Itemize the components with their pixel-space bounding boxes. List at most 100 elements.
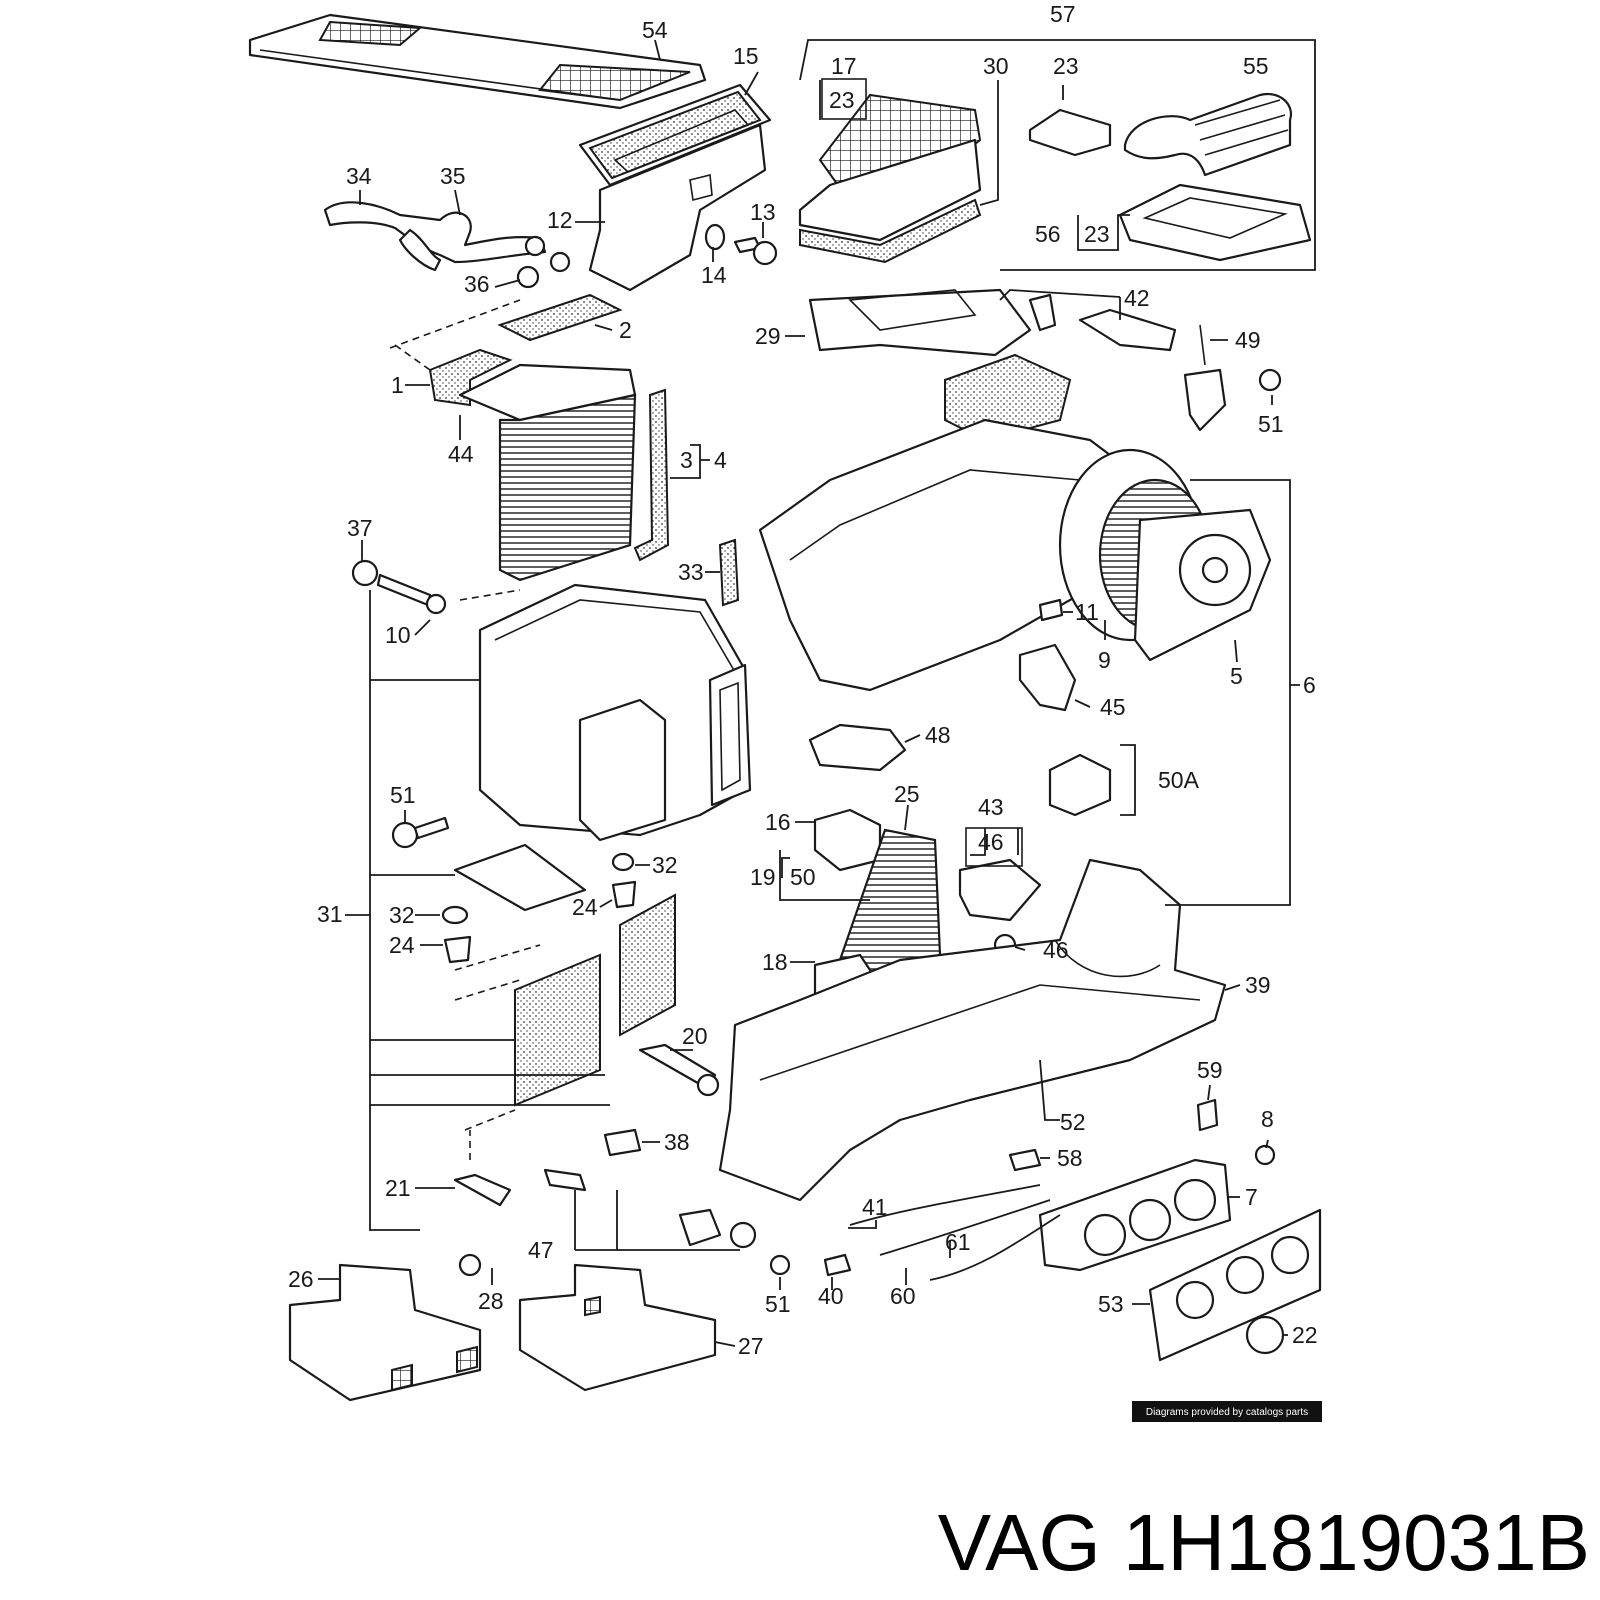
part-33-strip [718,538,740,607]
part-1-seal [428,348,513,407]
callout-23-c: 23 [1084,221,1110,247]
callout-43: 43 [978,794,1004,820]
callout-45: 45 [1100,694,1126,720]
part-number: VAG 1H1819031B [938,1498,1590,1587]
callout-39: 39 [1245,972,1271,998]
part-27-footwell-duct [518,1263,717,1392]
part-filter-a [619,893,676,1037]
part-36-clip [516,265,540,289]
part-22-knob [1245,1315,1285,1355]
part-28-screw [458,1253,482,1277]
callout-54: 54 [642,17,668,43]
callout-37: 37 [347,515,373,541]
credit-text: Diagrams provided by catalogs parts [1146,1407,1308,1418]
part-47-pin [678,1208,722,1247]
part-2-gasket [497,293,623,342]
part-10-screw [376,573,447,615]
callout-28: 28 [478,1288,504,1314]
callout-34: 34 [346,163,372,189]
callout-3: 3 [680,447,693,473]
callout-labels: 57 54 15 17 23 30 23 55 34 35 12 13 14 5… [288,1,1318,1359]
callout-13: 13 [750,199,776,225]
part-38-bushing [603,1128,642,1157]
callout-53: 53 [1098,1291,1124,1317]
callout-33: 33 [678,559,704,585]
callout-38: 38 [664,1129,690,1155]
part-32-washer-b [441,905,469,925]
callout-32-a: 32 [652,852,678,878]
callout-25: 25 [894,781,920,807]
part-56-tray [1118,183,1312,262]
part-24-clip-a [611,880,637,909]
callout-31: 31 [317,901,343,927]
callout-15: 15 [733,43,759,69]
part-51-screw-c [769,1254,791,1276]
leader-lines [318,39,1316,1347]
callout-23-b: 23 [1053,53,1079,79]
bracket-boxes [821,78,1023,867]
part-43-bracket [958,858,1042,922]
part-8-screw [1254,1144,1276,1166]
part-filter-b [514,953,601,1107]
part-16-19-motor [813,808,882,872]
part-37-grommet [351,559,379,587]
part-42-clip [1078,308,1177,352]
callout-52: 52 [1060,1109,1086,1135]
callout-24-b: 24 [389,932,415,958]
part-3-seal-strip [633,388,670,562]
part-6-blower-housing [758,288,1142,692]
part-31-housing [478,583,752,842]
callout-50: 50 [790,864,816,890]
part-26-footwell-duct [288,1263,482,1402]
part-51-screw-b [391,816,450,849]
callout-44: 44 [448,441,474,467]
callout-48: 48 [925,722,951,748]
callout-12: 12 [547,207,573,233]
callout-21: 21 [385,1175,411,1201]
callout-47: 47 [528,1237,554,1263]
callout-46-a: 46 [978,829,1004,855]
callout-24-a: 24 [572,894,598,920]
callout-46-b: 46 [1043,937,1069,963]
callout-61: 61 [945,1229,971,1255]
callout-30: 30 [983,53,1009,79]
callout-1: 1 [391,372,404,398]
part-50A-actuator [1048,753,1112,817]
callout-57: 57 [1050,1,1076,27]
callout-51-b: 51 [390,782,416,808]
part-20-flap-shaft [638,1043,720,1097]
callout-11: 11 [1075,599,1099,625]
part-45-resistor [1018,643,1077,712]
callout-60: 60 [890,1283,916,1309]
callout-16: 16 [765,809,791,835]
callout-4: 4 [714,447,727,473]
part-58-clip [1008,1148,1042,1172]
callout-59: 59 [1197,1057,1223,1083]
callout-20: 20 [682,1023,708,1049]
callout-51-c: 51 [765,1291,791,1317]
part-59-clip [1196,1098,1219,1132]
part-53-bezel [1148,1208,1322,1362]
callout-7: 7 [1245,1184,1258,1210]
callout-32-b: 32 [389,902,415,928]
part-44-heater-core [458,363,637,582]
part-48-actuator [808,723,907,772]
callout-35: 35 [440,163,466,189]
callout-55: 55 [1243,53,1269,79]
part-21-lever [453,1173,512,1207]
part-55-cover [1123,92,1293,177]
callout-10: 10 [385,622,411,648]
callout-42: 42 [1124,285,1150,311]
callout-6: 6 [1303,672,1316,698]
part-49-sensor [1183,324,1227,432]
part-12-15-air-duct [578,83,772,292]
callout-49: 49 [1235,327,1261,353]
callout-41: 41 [862,1194,888,1220]
part-47-grommet [729,1221,757,1249]
part-17-30-filter-housing [798,93,982,264]
callout-17: 17 [831,53,857,79]
part-32-washer-a [611,852,635,872]
part-39-lower-housing [718,858,1227,1202]
callout-56: 56 [1035,221,1061,247]
